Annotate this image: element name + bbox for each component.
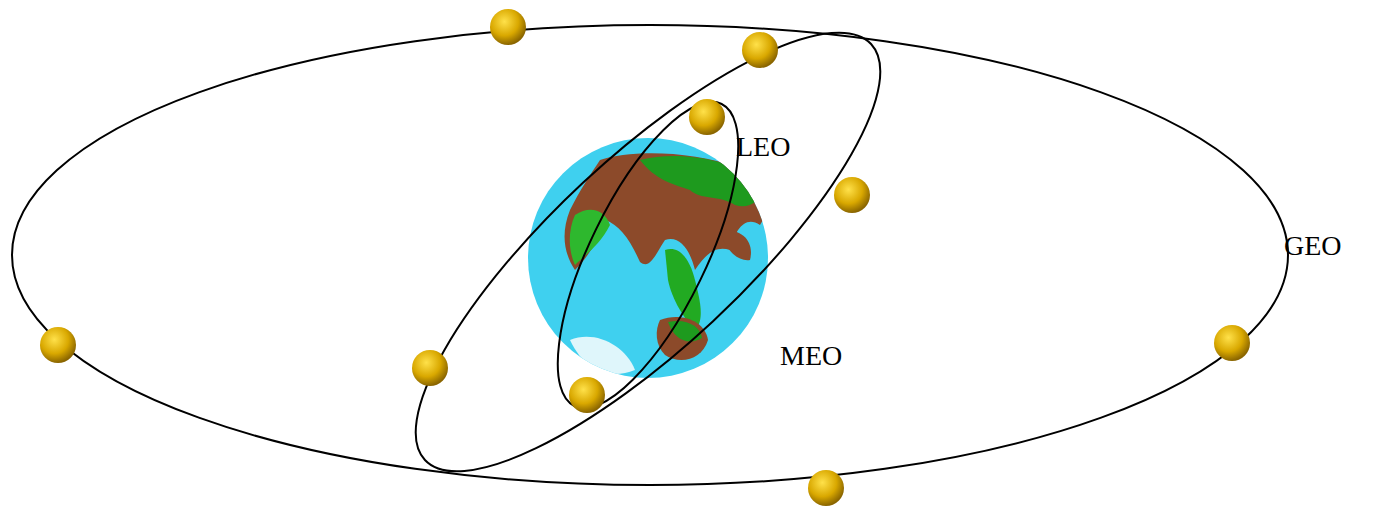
earth — [528, 138, 768, 378]
satellites — [40, 9, 1250, 506]
orbit-label: GEO — [1284, 232, 1342, 260]
orbit-label: MEO — [780, 342, 842, 370]
orbit-paths — [12, 0, 1288, 509]
orbit-label: LEO — [736, 133, 790, 161]
